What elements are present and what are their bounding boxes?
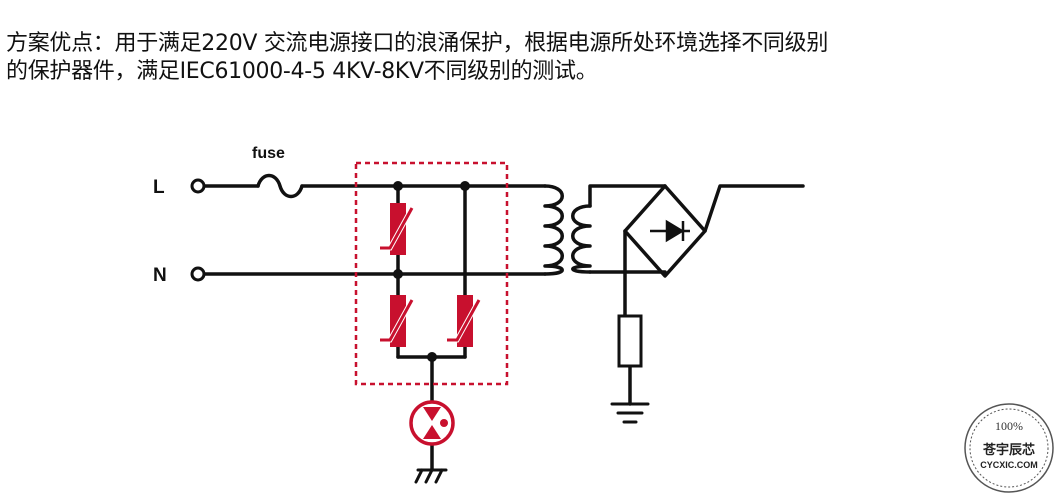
description: 方案优点：用于满足220V 交流电源接口的浪涌保护，根据电源所处环境选择不同级别… <box>6 30 1006 86</box>
brand-seal: 100% 苍宇辰芯 CYCXIC.COM <box>964 403 1054 493</box>
description-line-1: 方案优点：用于满足220V 交流电源接口的浪涌保护，根据电源所处环境选择不同级别 <box>6 31 829 56</box>
seal-percent: 100% <box>995 419 1023 433</box>
seal-brand: 苍宇辰芯 <box>982 442 1035 458</box>
junction-n <box>393 269 403 279</box>
description-line-2: 的保护器件，满足IEC61000-4-5 4KV-8KV不同级别的测试。 <box>6 59 598 84</box>
bridge-output-wire <box>703 184 805 233</box>
bridge-rectifier <box>623 184 707 278</box>
label-fuse: fuse <box>252 145 285 162</box>
varistor-bottom-right <box>447 295 482 347</box>
junction-l-left <box>393 181 403 191</box>
junction-l-right <box>460 181 470 191</box>
terminal-l <box>190 178 206 194</box>
seal-site: CYCXIC.COM <box>980 460 1038 470</box>
resistor <box>617 314 643 368</box>
varistor-top <box>380 203 415 255</box>
label-l: L <box>153 177 165 198</box>
secondary-top-wire <box>588 184 667 208</box>
varistor-bottom-left <box>380 295 415 347</box>
transformer-secondary <box>571 204 592 274</box>
bridge-diode-symbol <box>650 219 690 243</box>
protection-group-box <box>354 161 509 386</box>
ground-symbol-bottom <box>414 468 448 484</box>
terminal-n <box>190 266 206 282</box>
ground-symbol-right <box>610 402 650 424</box>
gas-discharge-tube <box>409 400 455 446</box>
junction-bottom <box>427 352 437 362</box>
transformer-primary <box>543 184 564 276</box>
fuse-symbol <box>256 173 304 199</box>
label-n: N <box>153 265 167 286</box>
